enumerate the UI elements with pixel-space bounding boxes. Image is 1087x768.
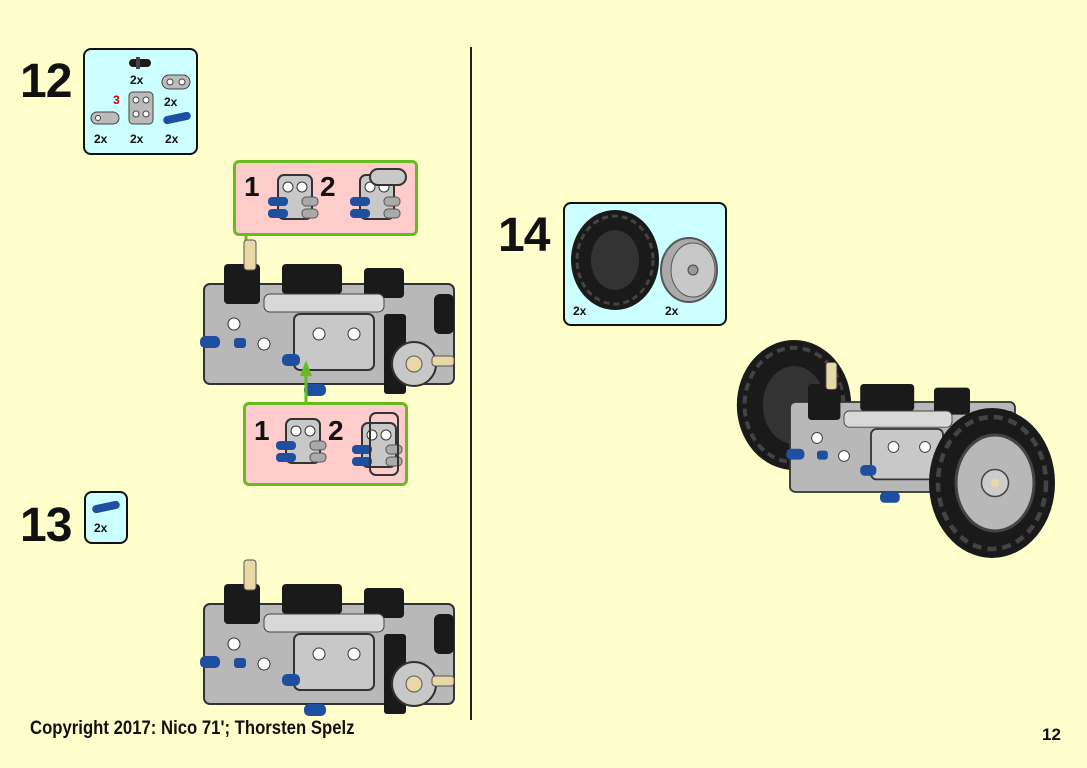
grey-liftarm-icon (161, 74, 191, 90)
qty-connector-block: 2x (130, 132, 144, 146)
grey-beam-icon (90, 111, 120, 125)
qty-black-pin: 2x (130, 73, 144, 87)
part-label-3: 3 (113, 93, 120, 107)
qty-grey-beam: 2x (94, 132, 108, 146)
connector-assembly-bottom-step2-icon (351, 412, 403, 476)
blue-axle-pin-icon (163, 111, 191, 125)
wheel-rim-icon (660, 237, 718, 303)
page-number: 12 (1042, 725, 1061, 744)
step-number-13: 13 (20, 499, 72, 552)
tire-icon (569, 208, 661, 312)
qty-blue-axle-pin-step-13: 2x (94, 521, 108, 535)
callout-top-step-2: 2 (320, 171, 336, 202)
step-14-assembly-image (734, 338, 1055, 558)
connector-assembly-icon (267, 174, 319, 220)
step-number-14: 14 (498, 209, 550, 262)
connector-assembly-step2-icon (349, 168, 407, 220)
page-divider (470, 47, 472, 720)
callout-top-step-1: 1 (244, 171, 260, 202)
parts-box-step-13: 2x (84, 491, 128, 544)
copyright-text: Copyright 2017: Nico 71'; Thorsten Spelz (30, 718, 355, 739)
callout-arrow-bottom (300, 360, 312, 404)
callout-bottom-step-1: 1 (254, 415, 270, 446)
step-12-assembly-image (199, 239, 455, 397)
connector-block-icon (128, 91, 154, 125)
sub-assembly-callout-top: 1 2 (233, 160, 418, 236)
sub-assembly-callout-bottom: 1 2 (243, 402, 408, 486)
step-number-12: 12 (20, 55, 72, 108)
callout-bottom-step-2: 2 (328, 415, 344, 446)
qty-blue-axle-pin: 2x (165, 132, 179, 146)
qty-wheel-rim: 2x (665, 304, 679, 318)
qty-grey-liftarm: 2x (164, 95, 178, 109)
parts-box-step-12: 2x 2x 3 2x 2x 2x (83, 48, 198, 155)
step-13-assembly-image (199, 559, 455, 717)
blue-axle-pin-icon (92, 500, 120, 514)
qty-tire: 2x (573, 304, 587, 318)
connector-assembly-bottom-icon (275, 418, 327, 464)
parts-box-step-14: 2x 2x (563, 202, 727, 326)
black-pin-icon (129, 57, 151, 69)
